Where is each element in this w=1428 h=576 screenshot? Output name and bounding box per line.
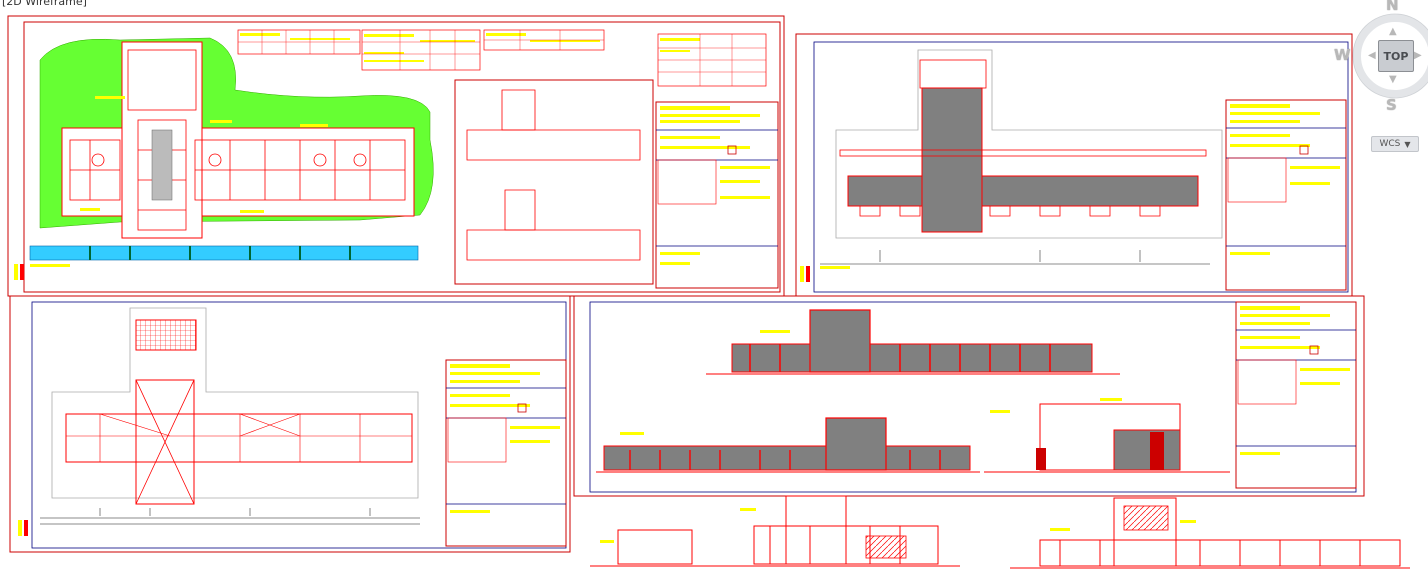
arrow-left-icon[interactable]: ◀ [1368, 50, 1376, 61]
sheet-floor-plan-upper[interactable] [795, 33, 1353, 297]
cube-face-top[interactable]: TOP [1378, 40, 1414, 72]
compass-south[interactable]: S [1386, 96, 1397, 114]
chevron-down-icon: ▼ [1404, 139, 1411, 149]
compass-north[interactable]: N [1386, 0, 1399, 14]
layer-legend [14, 264, 810, 536]
sheet-sections[interactable] [590, 495, 1410, 569]
compass-ring-icon[interactable] [1330, 0, 1428, 130]
arrow-right-icon[interactable]: ▶ [1414, 50, 1422, 61]
arrow-up-icon[interactable]: ▲ [1389, 26, 1397, 37]
view-cube[interactable]: N S W ▲ ▼ ◀ ▶ TOP [1330, 0, 1428, 130]
sheet-floor-plan-lower[interactable] [9, 295, 571, 553]
wcs-menu-button[interactable]: WCS ▼ [1371, 136, 1419, 152]
sheet-elevations[interactable] [573, 295, 1365, 497]
compass-west[interactable]: W [1334, 46, 1351, 64]
viewport-label[interactable]: [2D Wireframe] [0, 0, 89, 8]
sheet-site-plan[interactable] [7, 15, 785, 297]
wcs-label: WCS [1379, 139, 1401, 149]
arrow-down-icon[interactable]: ▼ [1389, 74, 1397, 85]
